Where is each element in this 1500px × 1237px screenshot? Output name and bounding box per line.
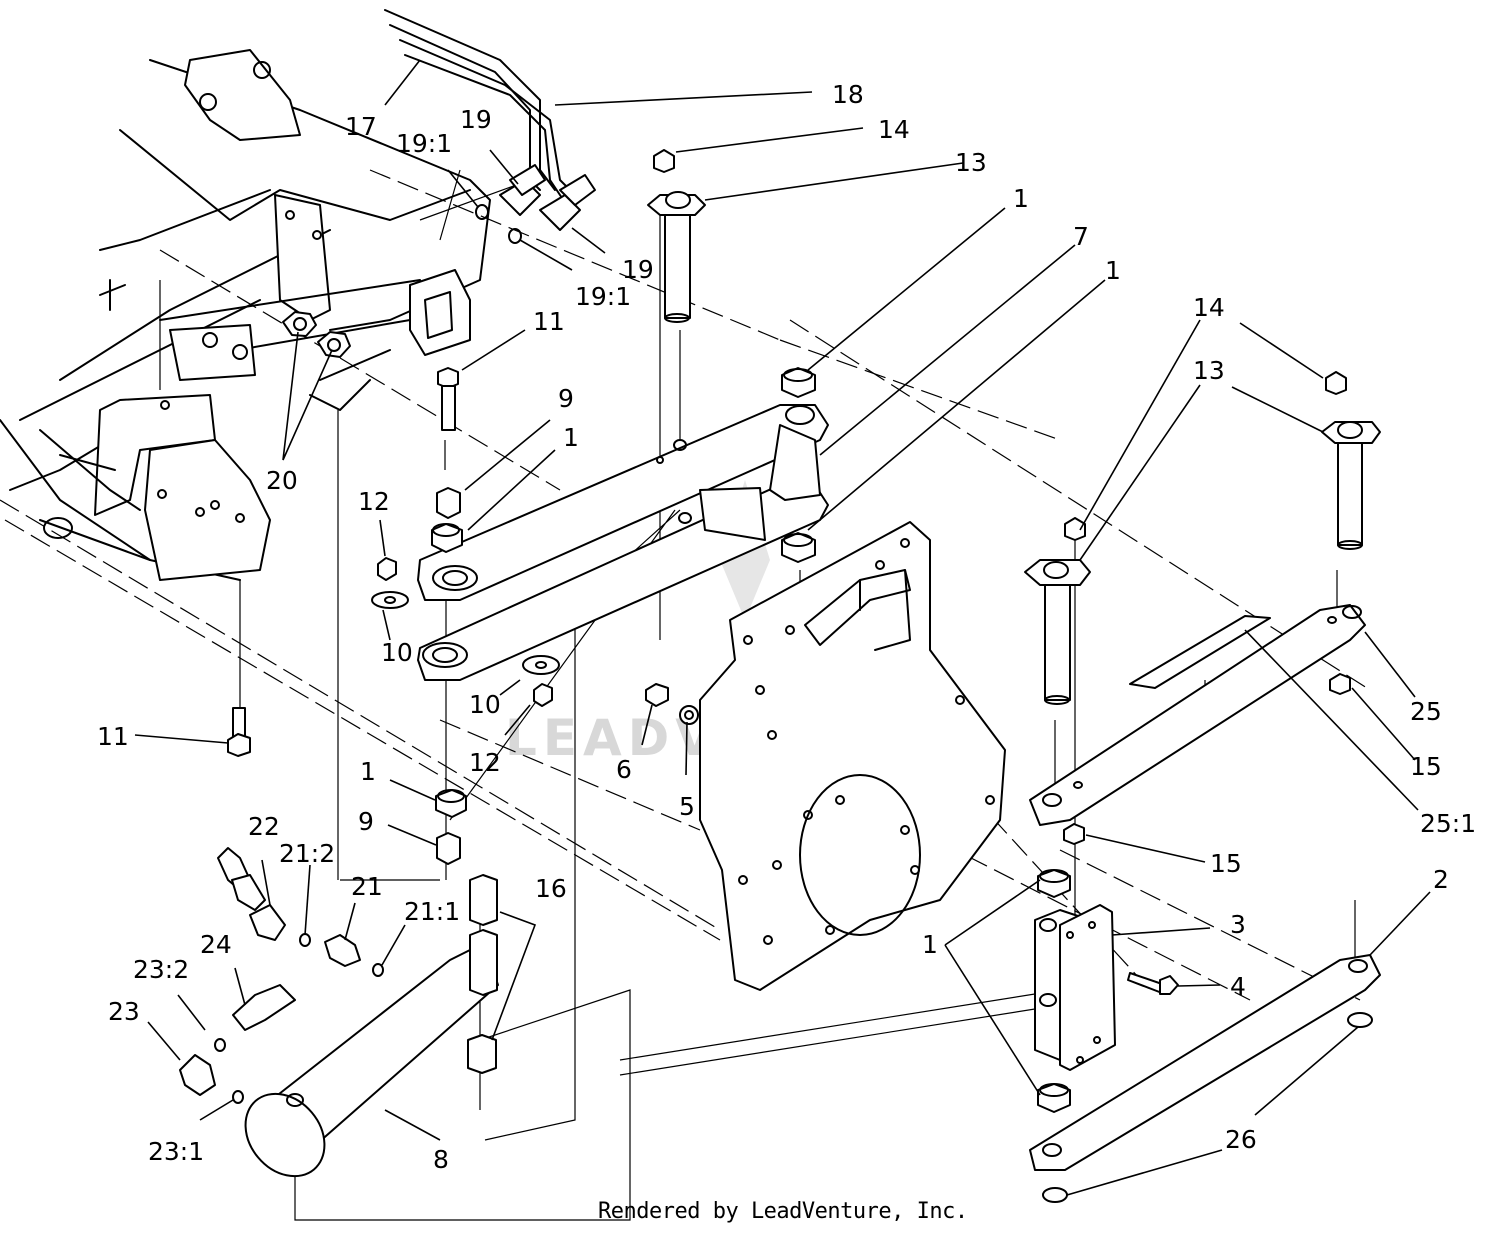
link-2 [1029,954,1381,1203]
callout-3: 3 [1230,910,1246,939]
callout-22: 22 [248,812,280,841]
spacers-9 [436,487,461,865]
callout-4: 4 [1230,972,1246,1001]
callout-5: 5 [679,792,695,821]
link-25 [1029,604,1366,845]
fittings-21-24 [179,847,384,1104]
callout-17: 17 [345,112,377,141]
callout-10-right: 10 [469,690,501,719]
cylinder-8 [244,949,499,1178]
bolt-11-lower [227,707,251,757]
pivot-pin-13-right [1024,371,1381,705]
bracket-3 [1034,904,1179,1071]
callout-11-bottom: 11 [97,722,129,751]
nut-6-washer-5 [645,683,699,725]
pivot-pin-13-upper [647,149,706,323]
callout-14-top: 14 [878,115,910,144]
callout-2: 2 [1433,865,1449,894]
callout-13-top: 13 [955,148,987,177]
leader-lines [134,59,1431,1196]
callout-16: 16 [535,874,567,903]
callout-14-right: 14 [1193,293,1225,322]
callout-24: 24 [200,930,232,959]
bushings-1 [431,367,1071,1113]
callout-20: 20 [266,466,298,495]
callout-labels: 17 18 19 19:1 19 19:1 14 13 1 7 1 11 9 1… [97,80,1476,1174]
callout-6: 6 [616,755,632,784]
callout-15-right: 15 [1410,752,1442,781]
mounting-plate [699,521,1006,991]
callout-13-right: 13 [1193,356,1225,385]
callout-23-2: 23:2 [133,955,189,984]
callout-1-d: 1 [360,757,376,786]
bolt-11-upper [437,367,459,431]
nuts-20 [282,311,351,358]
callout-15-center: 15 [1210,849,1242,878]
callout-21: 21 [351,872,383,901]
callout-19-1-top: 19:1 [396,129,452,158]
callout-10-left: 10 [381,638,413,667]
hydraulic-lines [384,9,596,244]
callout-25: 25 [1410,697,1442,726]
callout-1-b: 1 [1105,256,1121,285]
callout-12-left: 12 [358,487,390,516]
callout-9-bottom: 9 [358,807,374,836]
callout-19-top: 19 [460,105,492,134]
callout-1-e: 1 [922,930,938,959]
callout-12-right: 12 [469,748,501,777]
callout-21-1: 21:1 [404,897,460,926]
frame-chassis [0,49,491,581]
callout-21-2: 21:2 [279,839,335,868]
callout-25-1: 25:1 [1420,809,1476,838]
spacers-16 [467,874,498,1074]
callout-7: 7 [1073,222,1089,251]
callout-8: 8 [433,1145,449,1174]
callout-19-1-bottom: 19:1 [575,282,631,311]
callout-23-1: 23:1 [148,1137,204,1166]
callout-23: 23 [108,997,140,1026]
nuts-12-washers-10 [371,557,560,707]
callout-18: 18 [832,80,864,109]
callout-19-bottom: 19 [622,255,654,284]
callout-11-top: 11 [533,307,565,336]
steering-arm-7 [417,404,829,681]
callout-26: 26 [1225,1125,1257,1154]
callout-1-c: 1 [563,423,579,452]
callout-9-top: 9 [558,384,574,413]
credit-line: Rendered by LeadVenture, Inc. [598,1199,968,1224]
callout-1-a: 1 [1013,184,1029,213]
